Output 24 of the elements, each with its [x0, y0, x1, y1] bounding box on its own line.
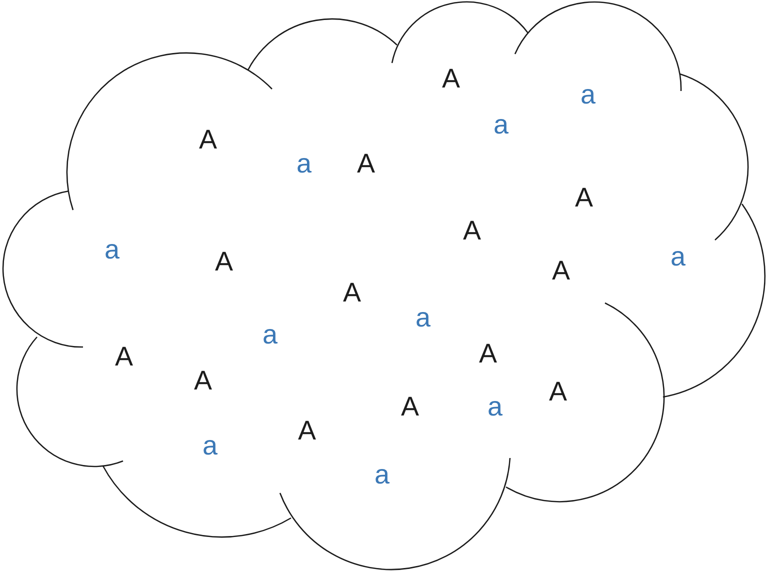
letter-label: A: [479, 340, 497, 368]
letter-label: a: [670, 244, 686, 270]
letter-label: A: [298, 418, 316, 444]
letter-label: A: [549, 378, 567, 406]
letter-label: a: [296, 150, 312, 178]
letter-label: A: [575, 184, 593, 212]
letter-label: A: [401, 394, 419, 420]
letter-label: a: [374, 462, 390, 488]
letter-label: A: [552, 258, 570, 284]
letter-label: A: [199, 126, 217, 154]
letter-label: a: [262, 322, 278, 348]
letter-label: a: [487, 394, 503, 420]
letter-label: A: [194, 368, 212, 394]
letter-label: A: [463, 218, 481, 244]
letter-label: a: [415, 304, 431, 332]
letter-label: A: [357, 150, 375, 178]
letter-label: A: [442, 66, 460, 92]
letter-label: A: [115, 344, 133, 370]
letter-label: A: [343, 280, 361, 306]
letter-label: A: [215, 248, 233, 276]
letter-label: a: [104, 236, 120, 264]
letter-label: a: [580, 82, 596, 108]
letter-label: a: [493, 112, 509, 138]
letter-label: a: [202, 432, 218, 460]
